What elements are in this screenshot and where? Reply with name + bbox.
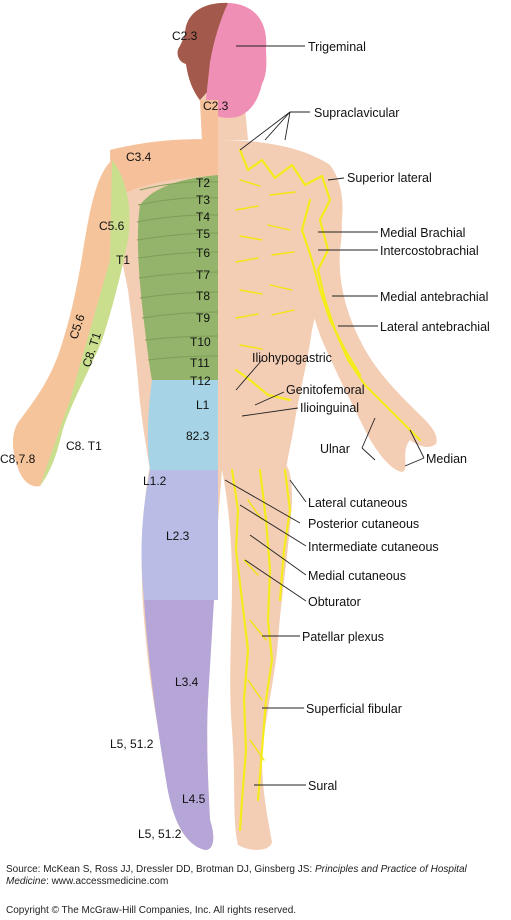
body-silhouette — [13, 2, 437, 850]
nerve-label: Median — [426, 452, 467, 466]
cutaneous-nerves — [230, 148, 422, 832]
dermatome-label: T1 — [116, 253, 130, 267]
caption-suffix: : www.accessmedicine.com — [46, 876, 169, 887]
dermatome-label: L5, 51.2 — [110, 737, 154, 751]
nerve-label: Patellar plexus — [302, 630, 384, 644]
caption-book-title: Principles and Practice of Hospital Medi… — [6, 864, 467, 887]
dermatome-label: L3.4 — [175, 675, 199, 689]
nerve-label: Lateral antebrachial — [380, 320, 490, 334]
nerve-label: Posterior cutaneous — [308, 517, 419, 531]
nerve-label: Sural — [308, 779, 337, 793]
nerve-label: Iliohypogastric — [252, 351, 332, 365]
source-caption: Source: McKean S, Ross JJ, Dressler DD, … — [6, 864, 506, 888]
dermatome-label: L1 — [196, 398, 210, 412]
dermatome-label: C8,7.8 — [0, 452, 36, 466]
dermatome-label: T3 — [196, 193, 210, 207]
dermatome-label: C5.6 — [99, 219, 125, 233]
dermatome-label: T11 — [190, 356, 210, 370]
nerve-label: Ilioinguinal — [300, 401, 359, 415]
nerve-label: Intercostobrachial — [380, 244, 479, 258]
nerve-label: Superior lateral — [347, 171, 432, 185]
nerve-label: Intermediate cutaneous — [308, 540, 439, 554]
dermatome-label: T9 — [196, 311, 210, 325]
nerve-labels: Trigeminal Supraclavicular Superior late… — [252, 40, 490, 793]
dermatome-label: L5, 51.2 — [138, 827, 182, 841]
nerve-label: Supraclavicular — [314, 106, 399, 120]
dermatome-label: T7 — [196, 268, 210, 282]
dermatome-label: T5 — [196, 227, 210, 241]
dermatome-label: T2 — [196, 176, 210, 190]
dermatome-zones — [13, 2, 267, 850]
nerve-label: Lateral cutaneous — [308, 496, 407, 510]
dermatome-label: C2.3 — [172, 29, 198, 43]
dermatome-label: T8 — [196, 289, 210, 303]
nerve-label: Medial antebrachial — [380, 290, 488, 304]
dermatome-label: C2.3 — [203, 99, 229, 113]
nerve-label: Trigeminal — [308, 40, 366, 54]
nerve-label: Medial cutaneous — [308, 569, 406, 583]
dermatome-labels: C2.3 C2.3 C3.4 C5.6 T1 C5.6 C8. T1 C8,7.… — [0, 29, 229, 841]
caption-prefix: Source: McKean S, Ross JJ, Dressler DD, … — [6, 864, 315, 875]
dermatome-diagram: C2.3 C2.3 C3.4 C5.6 T1 C5.6 C8. T1 C8,7.… — [0, 2, 490, 850]
dermatome-label: T10 — [190, 335, 211, 349]
dermatome-label: C3.4 — [126, 150, 152, 164]
dermatome-label: L4.5 — [182, 792, 206, 806]
nerve-label: Obturator — [308, 595, 361, 609]
nerve-label: Ulnar — [320, 442, 350, 456]
dermatome-label: L2.3 — [166, 529, 190, 543]
dermatome-label: C8. T1 — [66, 439, 102, 453]
dermatome-label: T4 — [196, 210, 210, 224]
nerve-label: Medial Brachial — [380, 226, 465, 240]
dermatome-label: L1.2 — [143, 474, 167, 488]
dermatome-label: T12 — [190, 374, 211, 388]
nerve-label: Genitofemoral — [286, 383, 365, 397]
dermatome-label: 82.3 — [186, 429, 210, 443]
copyright-notice: Copyright © The McGraw-Hill Companies, I… — [6, 905, 297, 916]
nerve-label: Superficial fibular — [306, 702, 402, 716]
leader-lines — [224, 45, 425, 786]
dermatome-label: T6 — [196, 246, 210, 260]
